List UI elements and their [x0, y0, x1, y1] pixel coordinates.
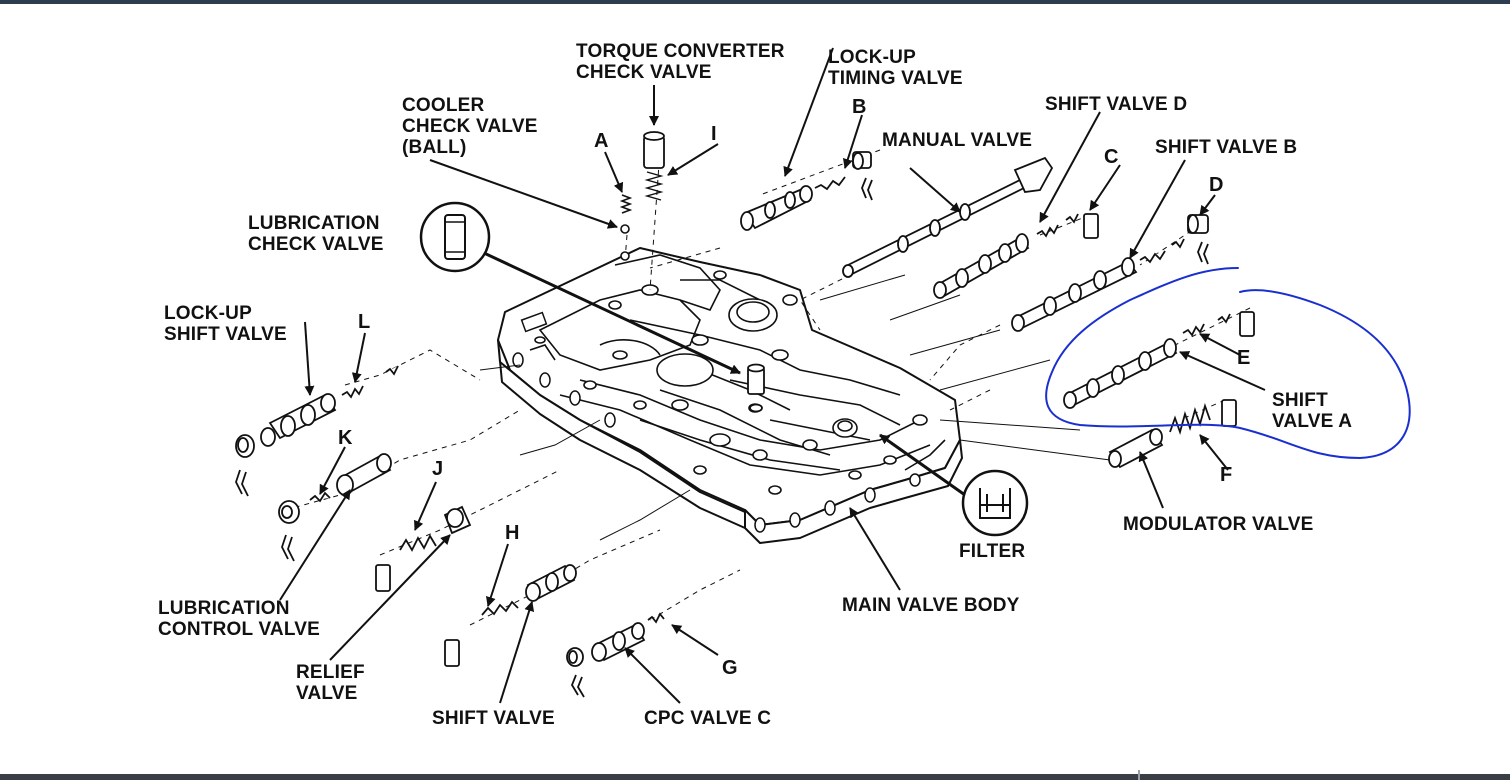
- filter-callout: [961, 469, 1029, 537]
- lock-up-timing-valve-part: [740, 151, 873, 231]
- lubrication-check-valve-part: [747, 363, 765, 413]
- main-valve-body-casting: [497, 247, 963, 544]
- window-top-border: [0, 0, 1510, 4]
- shift-valve-b-part: [1011, 214, 1209, 332]
- label-shift-valve-b: SHIFT VALVE B: [1155, 137, 1298, 158]
- main-valve-body-holes: [534, 270, 928, 495]
- label-main-valve-body: MAIN VALVE BODY: [842, 595, 1020, 616]
- letter-k: K: [338, 427, 353, 449]
- shift-valve-part: [444, 564, 577, 667]
- letter-b: B: [852, 96, 867, 118]
- hand-drawn-annotation-loop: [1045, 267, 1411, 460]
- letter-e: E: [1237, 347, 1251, 369]
- label-lubrication-check-valve: LUBRICATION CHECK VALVE: [248, 213, 384, 255]
- letter-f: F: [1220, 464, 1233, 486]
- cooler-check-valve-ball: [619, 194, 633, 261]
- label-lubrication-control-valve: LUBRICATION CONTROL VALVE: [158, 598, 320, 640]
- label-relief-valve: RELIEF VALVE: [296, 662, 365, 704]
- lubrication-control-valve-part: [278, 453, 392, 562]
- letter-i: I: [711, 123, 717, 145]
- spring-i: [644, 171, 664, 201]
- label-shift-valve: SHIFT VALVE: [432, 708, 555, 729]
- letter-h: H: [505, 522, 520, 544]
- lock-up-shift-valve-part: [235, 365, 399, 497]
- label-shift-valve-a: SHIFT VALVE A: [1272, 390, 1353, 432]
- cpc-valve-c-part: [566, 612, 665, 698]
- manual-valve-part: [842, 156, 1054, 278]
- letter-c: C: [1104, 146, 1119, 168]
- label-torque-converter-check-valve: TORQUE CONVERTER CHECK VALVE: [576, 41, 785, 83]
- label-filter: FILTER: [959, 541, 1026, 562]
- label-modulator-valve: MODULATOR VALVE: [1123, 514, 1314, 535]
- main-valve-body-side-bores: [512, 311, 921, 533]
- relief-valve-part: [375, 505, 472, 592]
- window-bottom-divider: [1138, 770, 1140, 780]
- label-manual-valve: MANUAL VALVE: [882, 130, 1033, 151]
- letter-j: J: [432, 458, 444, 480]
- letter-d: D: [1209, 174, 1224, 196]
- letter-l: L: [358, 311, 371, 333]
- leader-arrows: [279, 47, 1266, 704]
- torque-converter-check-valve-part: [643, 131, 665, 169]
- label-lock-up-timing-valve: LOCK-UP TIMING VALVE: [828, 47, 963, 89]
- label-lock-up-shift-valve: LOCK-UP SHIFT VALVE: [164, 303, 287, 345]
- label-shift-valve-d: SHIFT VALVE D: [1045, 94, 1188, 115]
- assembly-solid-lines: [479, 274, 1111, 541]
- shift-valve-a-part: [1063, 311, 1255, 409]
- shift-valve-d-part: [933, 213, 1099, 299]
- label-cpc-valve-c: CPC VALVE C: [644, 708, 772, 729]
- modulator-valve-part: [1108, 399, 1237, 469]
- lubrication-check-valve-callout: [419, 201, 491, 273]
- assembly-guide-lines: [284, 149, 1251, 626]
- label-cooler-check-valve: COOLER CHECK VALVE (BALL): [402, 95, 538, 158]
- window-bottom-border: [0, 774, 1510, 780]
- letter-a: A: [594, 130, 609, 152]
- letter-g: G: [722, 657, 738, 679]
